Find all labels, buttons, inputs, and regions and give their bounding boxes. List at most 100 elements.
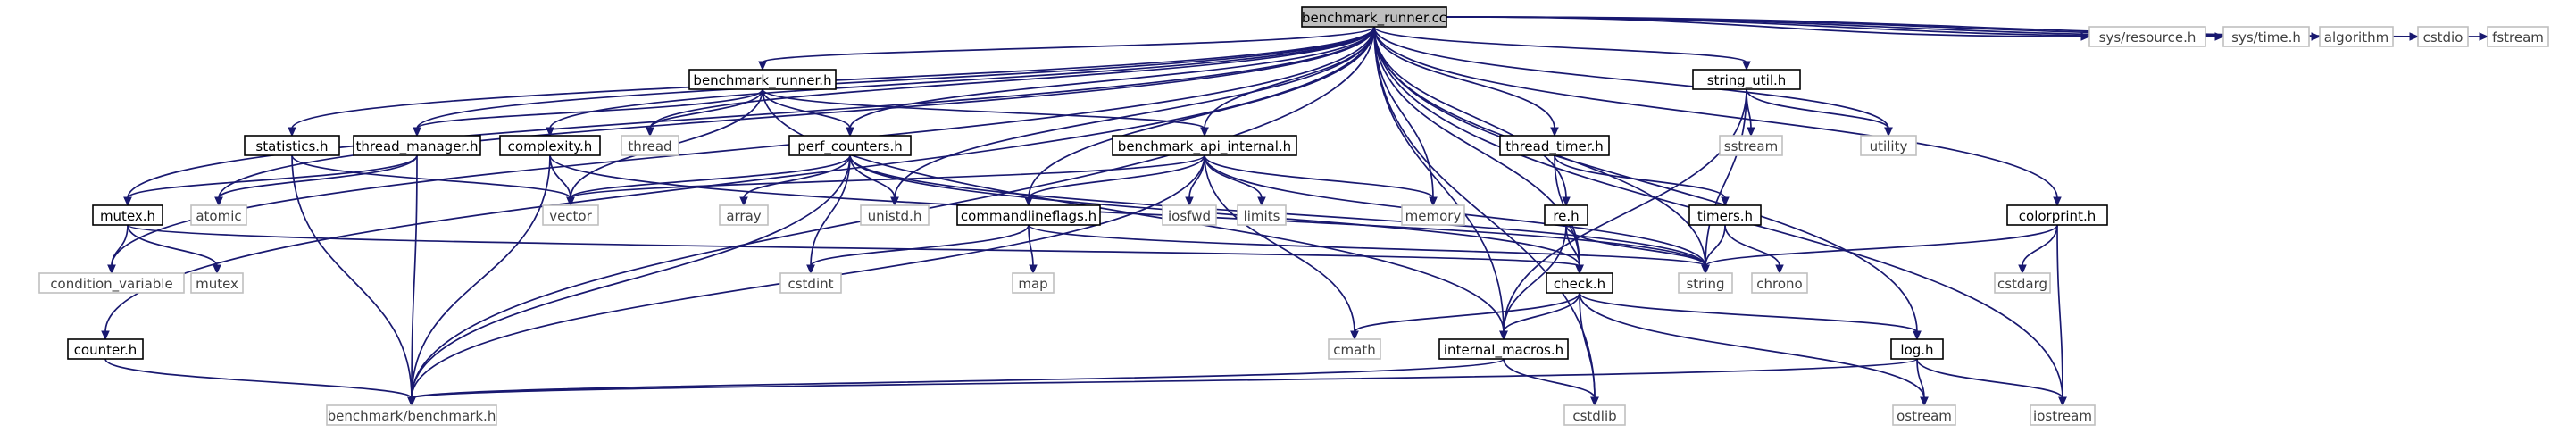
node-log-h[interactable]: log.h	[1890, 338, 1944, 360]
node-label: atomic	[196, 208, 241, 224]
node-label: benchmark_runner.h	[693, 72, 831, 89]
edge-mutex-h-to-condition-variable	[107, 224, 129, 275]
edge-thread-manager-h-to-mutex-h	[123, 154, 418, 207]
edges-layer	[101, 16, 2489, 407]
node-algorithm: algorithm	[2319, 26, 2394, 47]
node-unistd-h: unistd.h	[860, 204, 930, 226]
node-benchmark-runner-h[interactable]: benchmark_runner.h	[688, 69, 837, 90]
node-label: unistd.h	[868, 208, 922, 224]
edge-colorprint-h-to-string	[1701, 224, 2058, 275]
node-check-h[interactable]: check.h	[1546, 272, 1613, 294]
edge-mutex-h-to-check-h	[127, 224, 1584, 275]
edge-benchmark-api-internal-h-to-vector	[566, 154, 1205, 207]
node-internal-macros-h[interactable]: internal_macros.h	[1438, 338, 1569, 360]
edge-perf-counters-h-to-array	[739, 154, 851, 207]
node-sstream: sstream	[1719, 135, 1783, 156]
node-label: chrono	[1756, 276, 1802, 292]
edge-benchmark-runner-cc-to-re-h	[1373, 26, 1571, 207]
node-label: memory	[1405, 208, 1462, 224]
node-label: vector	[549, 208, 592, 224]
edge-check-h-to-ostream	[1579, 292, 1929, 407]
edge-timers-h-to-chrono	[1724, 224, 1784, 275]
node-statistics-h[interactable]: statistics.h	[244, 135, 340, 156]
node-cstdlib: cstdlib	[1563, 404, 1626, 426]
node-cmath: cmath	[1328, 338, 1381, 360]
node-utility: utility	[1860, 135, 1917, 156]
node-timers-h[interactable]: timers.h	[1688, 204, 1762, 226]
node-label: thread_manager.h	[356, 138, 479, 155]
node-label: utility	[1870, 138, 1908, 154]
node-array: array	[719, 204, 769, 226]
node-label: counter.h	[74, 342, 138, 358]
node-sys-time-h: sys/time.h	[2222, 26, 2310, 47]
edge-benchmark-runner-cc-to-mutex-h	[123, 26, 1375, 207]
edge-internal-macros-h-to-benchmark-benchmark-h	[407, 358, 1505, 407]
edge-benchmark-runner-h-to-perf-counters-h	[762, 88, 854, 137]
node-label: iosfwd	[1168, 208, 1211, 224]
node-thread: thread	[621, 135, 679, 156]
edge-benchmark-runner-cc-to-utility	[1373, 26, 1893, 137]
edge-string-util-h-to-internal-macros-h	[1499, 88, 1747, 341]
edge-check-h-to-log-h	[1579, 292, 1922, 341]
edge-benchmark-runner-cc-to-complexity-h	[546, 26, 1375, 137]
node-label: re.h	[1553, 208, 1579, 224]
node-label: perf_counters.h	[797, 138, 903, 155]
node-colorprint-h[interactable]: colorprint.h	[2006, 204, 2108, 226]
node-thread-timer-h[interactable]: thread_timer.h	[1499, 135, 1610, 156]
edge-mutex-h-to-mutex	[127, 224, 221, 275]
node-condition-variable: condition_variable	[38, 272, 185, 294]
node-map: map	[1012, 272, 1055, 294]
node-limits: limits	[1237, 204, 1287, 226]
node-label: cstdio	[2423, 29, 2463, 46]
node-thread-manager-h[interactable]: thread_manager.h	[353, 135, 481, 156]
edge-check-h-to-cmath	[1350, 292, 1580, 341]
node-mutex-h[interactable]: mutex.h	[92, 204, 163, 226]
node-complexity-h[interactable]: complexity.h	[499, 135, 601, 156]
node-commandlineflags-h[interactable]: commandlineflags.h	[956, 204, 1101, 226]
edge-thread-timer-h-to-timers-h	[1554, 154, 1730, 207]
node-mutex: mutex	[190, 272, 244, 294]
node-perf-counters-h[interactable]: perf_counters.h	[788, 135, 912, 156]
node-re-h[interactable]: re.h	[1544, 204, 1588, 226]
edge-benchmark-api-internal-h-to-memory	[1204, 154, 1438, 207]
node-label: check.h	[1554, 276, 1605, 292]
edge-commandlineflags-h-to-map	[1028, 224, 1038, 275]
node-label: string_util.h	[1707, 72, 1787, 89]
edge-colorprint-h-to-iostream	[2056, 224, 2067, 407]
node-label: cstdarg	[1997, 276, 2047, 292]
node-cstdio: cstdio	[2417, 26, 2469, 47]
edge-benchmark-runner-cc-to-colorprint-h	[1373, 26, 2062, 207]
node-iostream: iostream	[2030, 404, 2096, 426]
edge-benchmark-api-internal-h-to-commandlineflags-h	[1024, 154, 1205, 207]
node-label: cstdint	[788, 276, 833, 292]
nodes-layer: benchmark_runner.cc counter.h condition_va…	[38, 6, 2549, 426]
edge-colorprint-h-to-cstdarg	[2018, 224, 2058, 275]
edge-benchmark-runner-h-to-thread-manager-h	[413, 88, 763, 137]
edge-counter-h-to-benchmark-benchmark-h	[104, 358, 416, 407]
node-label: ostream	[1897, 408, 1952, 424]
node-label: condition_variable	[50, 276, 172, 293]
edge-thread-manager-h-to-atomic	[214, 154, 418, 207]
node-label: cmath	[1333, 342, 1375, 358]
node-counter-h[interactable]: counter.h	[67, 338, 144, 360]
node-label: mutex.h	[100, 208, 155, 224]
node-benchmark-api-internal-h[interactable]: benchmark_api_internal.h	[1112, 135, 1297, 156]
node-benchmark-runner-cc[interactable]: benchmark_runner.cc	[1301, 6, 1447, 28]
node-label: sys/resource.h	[2099, 29, 2197, 46]
node-atomic: atomic	[190, 204, 247, 226]
node-sys-resource-h: sys/resource.h	[2088, 26, 2206, 47]
node-fstream: fstream	[2487, 26, 2549, 47]
node-label: limits	[1244, 208, 1280, 224]
node-label: complexity.h	[508, 138, 593, 154]
node-label: timers.h	[1697, 208, 1753, 224]
node-label: mutex	[196, 276, 238, 292]
node-string-util-h[interactable]: string_util.h	[1692, 69, 1801, 90]
edge-benchmark-api-internal-h-to-iosfwd	[1185, 154, 1205, 207]
node-label: array	[726, 208, 761, 224]
edge-commandlineflags-h-to-cstdint	[806, 224, 1030, 275]
edge-log-h-to-ostream	[1916, 358, 1929, 407]
edge-complexity-h-to-benchmark-benchmark-h	[407, 154, 551, 407]
node-label: fstream	[2492, 29, 2544, 46]
edge-benchmark-runner-cc-to-thread-timer-h	[1373, 26, 1559, 137]
node-cstdarg: cstdarg	[1994, 272, 2051, 294]
